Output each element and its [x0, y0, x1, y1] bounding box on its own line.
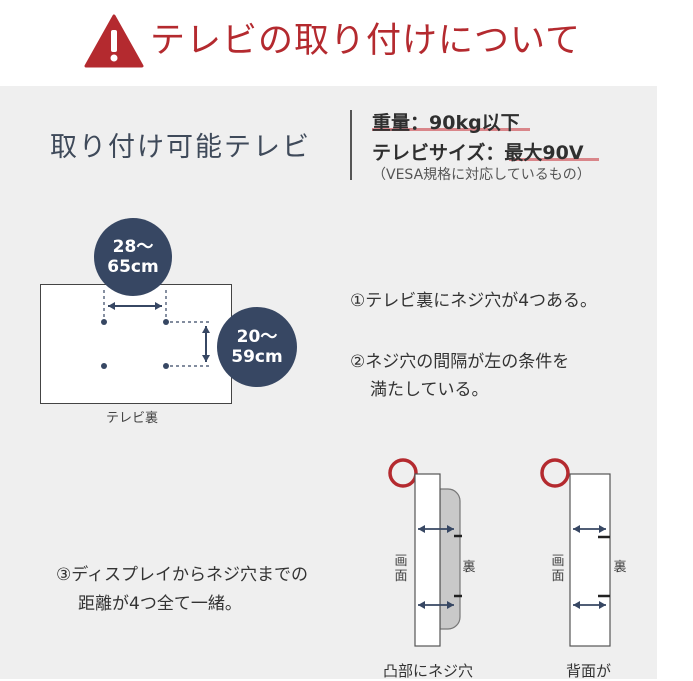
weight-underline: [372, 128, 530, 131]
page-title: テレビの取り付けについて: [150, 21, 581, 61]
screen-label-2: 画面: [551, 554, 565, 584]
screen-label-1: 画面: [394, 554, 408, 584]
section-title: 取り付け可能テレビ: [50, 132, 311, 163]
tv-back-caption: テレビ裏: [106, 411, 159, 426]
back-label-1: 裏: [462, 560, 476, 575]
condition-2-line2: 満たしている。: [370, 380, 489, 400]
back-label-2: 裏: [613, 560, 627, 575]
tv-back-diagram: [40, 284, 232, 404]
ok-circle-icon: [388, 458, 418, 488]
divider: [350, 110, 352, 180]
case2-caption: 背面が: [566, 662, 612, 680]
horizontal-spacing-badge: 28～ 65cm: [94, 218, 172, 296]
condition-2-line1: ②ネジ穴の間隔が左の条件を: [350, 352, 570, 372]
size-underline: [509, 158, 599, 161]
condition-1: ①テレビ裏にネジ穴が4つある。: [350, 291, 598, 311]
spec-note: （VESA規格に対応しているもの）: [372, 167, 591, 183]
vertical-spacing-badge: 20～ 59cm: [217, 307, 297, 387]
warning-icon: [84, 14, 144, 68]
screw-hole-icon: [101, 363, 107, 369]
condition-3-line1: ③ディスプレイからネジ穴までの: [56, 565, 309, 585]
spec-size: テレビサイズ：最大90V: [372, 142, 584, 164]
case1-caption: 凸部にネジ穴: [383, 662, 474, 680]
screw-hole-icon: [101, 319, 107, 325]
ok-circle-icon: [540, 458, 570, 488]
spec-weight: 重量：90kg以下: [372, 112, 520, 134]
vertical-spacing-text: 20～ 59cm: [231, 327, 283, 367]
condition-3-line2: 距離が4つ全て一緒。: [78, 594, 242, 614]
screw-hole-icon: [163, 319, 169, 325]
page-header: テレビの取り付けについて: [0, 0, 693, 86]
horizontal-spacing-text: 28～ 65cm: [107, 237, 159, 277]
screw-hole-icon: [163, 363, 169, 369]
